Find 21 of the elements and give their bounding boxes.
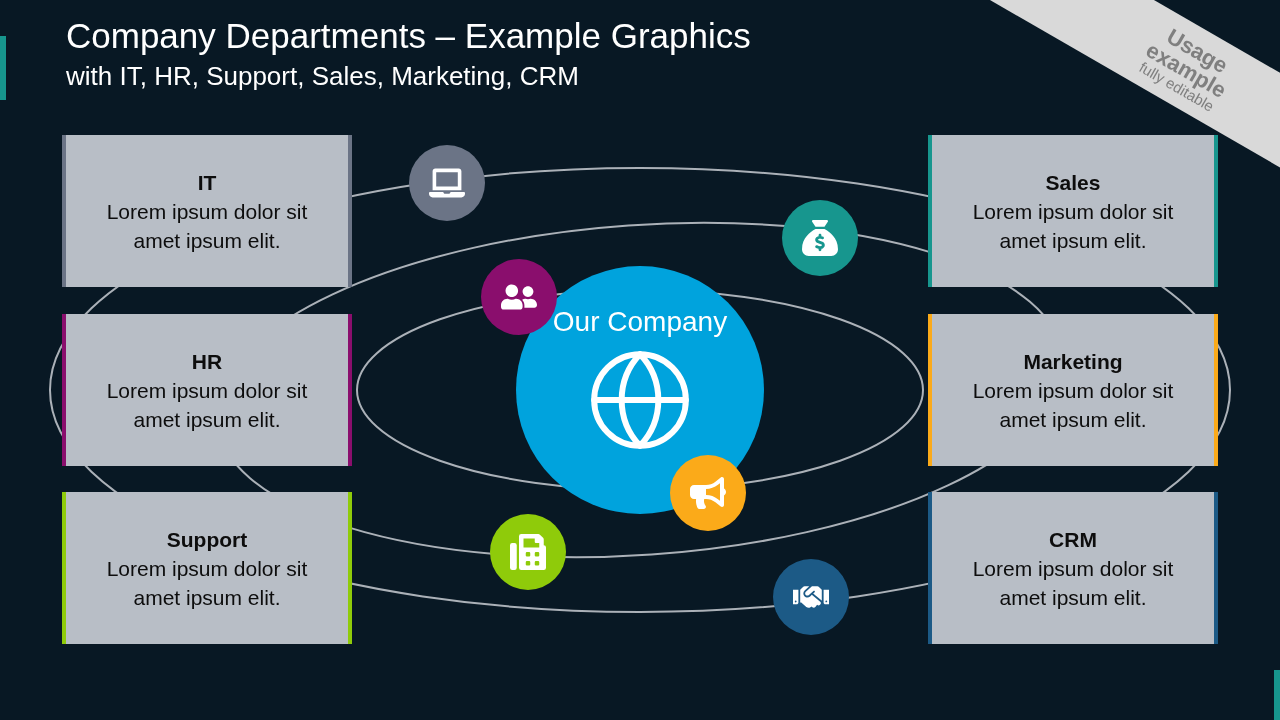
department-description: Lorem ipsum dolor sit amet ipsum elit. bbox=[971, 555, 1175, 611]
company-label: Our Company bbox=[552, 305, 728, 339]
title: Company Departments – Example Graphics bbox=[66, 15, 751, 57]
department-description: Lorem ipsum dolor sit amet ipsum elit. bbox=[971, 377, 1175, 433]
department-description: Lorem ipsum dolor sit amet ipsum elit. bbox=[105, 198, 309, 254]
department-box bbox=[62, 492, 352, 644]
department-heading: HR bbox=[191, 348, 223, 375]
department-description: Lorem ipsum dolor sit amet ipsum elit. bbox=[105, 377, 309, 433]
department-box bbox=[928, 314, 1218, 466]
department-box bbox=[928, 135, 1218, 287]
department-description: Lorem ipsum dolor sit amet ipsum elit. bbox=[971, 198, 1175, 254]
department-heading: Support bbox=[166, 526, 248, 553]
department-box bbox=[62, 314, 352, 466]
department-heading: Sales bbox=[1045, 169, 1101, 196]
department-heading: Marketing bbox=[1023, 348, 1123, 375]
subtitle: with IT, HR, Support, Sales, Marketing, CRM bbox=[66, 60, 579, 93]
department-description: Lorem ipsum dolor sit amet ipsum elit. bbox=[105, 555, 309, 611]
department-box bbox=[928, 492, 1218, 644]
department-heading: CRM bbox=[1049, 526, 1097, 553]
department-box bbox=[62, 135, 352, 287]
department-heading: IT bbox=[197, 169, 217, 196]
